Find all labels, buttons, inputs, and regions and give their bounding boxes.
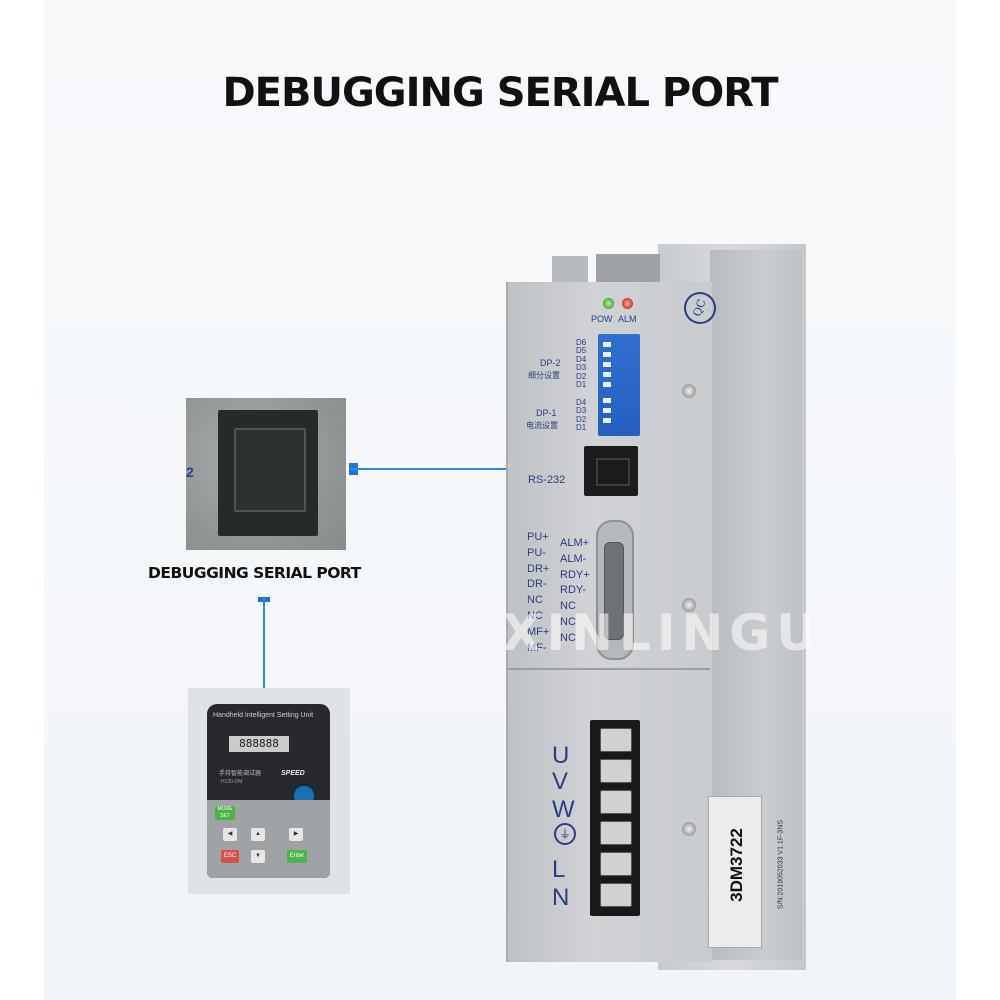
dp1-label: D4 <box>576 398 587 407</box>
pin-label-left: MF- <box>527 641 547 654</box>
drive-top-heatsink <box>596 254 660 286</box>
handheld-title: Handheld Intelligent Setting Unit <box>213 712 314 719</box>
dp1-name: DP-1 <box>536 408 557 418</box>
pin-label-right: NC <box>560 615 576 628</box>
dp2-label: D3 <box>576 363 587 373</box>
pin-label-right: NC <box>560 600 576 613</box>
pin-label-left: NC <box>527 594 543 607</box>
rs232-label: RS-232 <box>528 474 566 486</box>
handheld-model: H130-DM <box>221 779 243 785</box>
terminal-screw <box>600 883 632 907</box>
rj-socket <box>596 458 630 486</box>
enter-button: Enter <box>287 850 307 863</box>
terminal-label-n: N <box>552 884 570 911</box>
pin-label-left: MF+ <box>527 625 550 638</box>
dp2-desc: 细分设置 <box>528 371 560 380</box>
inset-caption: DEBUGGING SERIAL PORT <box>148 564 361 582</box>
pin-label-left: DR+ <box>527 562 550 575</box>
dp2-label: D6 <box>576 338 587 347</box>
rj-socket-detail <box>234 428 306 512</box>
terminal-screw <box>600 728 632 752</box>
pin-label-right: RDY+ <box>560 568 590 581</box>
pin-label-right: ALM- <box>560 552 587 565</box>
terminal-label-v: V <box>552 768 569 795</box>
handheld-display: 888888 <box>229 736 289 752</box>
dp1-label: D3 <box>576 406 587 416</box>
pins-left: PU+ PU- DR+ DR- NC NC MF+ MF- <box>527 530 549 656</box>
screw-icon <box>682 598 696 612</box>
dip-switch <box>603 362 611 367</box>
page-title: DEBUGGING SERIAL PORT <box>222 70 778 116</box>
dp2-label: D2 <box>576 371 587 381</box>
dp2-name: DP-2 <box>540 358 561 368</box>
pin-label-left: PU- <box>527 546 546 559</box>
pin-label-right: ALM+ <box>560 537 590 549</box>
rs232-port <box>584 446 638 496</box>
terminal-screw <box>600 852 632 876</box>
db15-shell <box>604 542 624 640</box>
model-number: 3DM3722 <box>727 828 746 902</box>
dp2-label: D4 <box>576 354 587 364</box>
up-arrow-icon: ▲ <box>251 828 265 841</box>
screw-icon <box>682 822 696 836</box>
pin-label-right: NC <box>560 631 576 644</box>
esc-button: ESC <box>221 850 239 863</box>
handheld-setting-unit: Handheld Intelligent Setting Unit 888888… <box>207 704 330 878</box>
right-arrow-icon: ▶ <box>289 828 303 841</box>
pin-label-left: DR- <box>527 578 547 591</box>
dp2-label: D5 <box>576 346 587 356</box>
brand-watermark: XINLINGUI <box>502 604 810 662</box>
connector-line-horizontal <box>350 468 600 470</box>
pin-label-right: RDY- <box>560 584 586 597</box>
handheld-keypad: MODE SET ◀ ▲ ▶ ESC ▼ Enter <box>207 800 330 878</box>
dp1-label: D1 <box>576 423 587 433</box>
dp2-label: D1 <box>576 380 587 389</box>
serial-port-zoom-inset: 2 <box>186 398 346 550</box>
pin-label-left: NC <box>527 609 543 622</box>
dip-switch <box>603 342 611 347</box>
dip-switch <box>603 408 611 413</box>
dip-switch <box>603 398 611 403</box>
background-panel <box>44 0 956 1000</box>
serial-number: S/N:2019052033 V1.1F-3NS <box>777 819 785 910</box>
inset-mark: 2 <box>186 464 194 480</box>
left-arrow-icon: ◀ <box>223 828 237 841</box>
dp1-label: D2 <box>576 414 587 424</box>
terminal-screw <box>600 759 632 783</box>
terminal-label-l: L <box>552 856 566 883</box>
dip-switch <box>603 418 611 423</box>
alm-led-icon <box>622 298 633 309</box>
terminal-screw <box>600 790 632 814</box>
dip-switch <box>603 372 611 377</box>
pin-label-left: PU+ <box>527 531 549 543</box>
screw-icon <box>682 384 696 398</box>
dip-switch-block <box>598 334 640 436</box>
down-arrow-icon: ▼ <box>251 850 265 863</box>
pow-led-icon <box>603 298 614 309</box>
speed-label: SPEED <box>281 770 305 777</box>
ground-icon: ⏚ <box>554 823 576 845</box>
mode-set-button: MODE SET <box>215 806 235 820</box>
terminal-screw <box>600 821 632 845</box>
connector-line-vertical <box>263 598 265 688</box>
db15-connector <box>596 520 634 660</box>
power-terminal-block <box>590 720 640 916</box>
drive-top-bracket <box>552 256 588 286</box>
dip-switch <box>603 352 611 357</box>
dp1-desc: 电流设置 <box>526 421 558 430</box>
panel-seam <box>506 668 710 670</box>
handheld-subtitle: 手持智能调试器 <box>219 771 262 777</box>
model-label: 3DM3722 S/N:2019052033 V1.1F-3NS <box>708 796 785 948</box>
terminal-label-w: W <box>552 796 575 823</box>
alm-label: ALM <box>618 314 637 324</box>
terminal-label-u: U <box>552 742 570 769</box>
dip-switch <box>603 382 611 387</box>
pow-label: POW <box>591 314 613 324</box>
pins-right: ALM+ ALM- RDY+ RDY- NC NC NC <box>560 536 590 647</box>
